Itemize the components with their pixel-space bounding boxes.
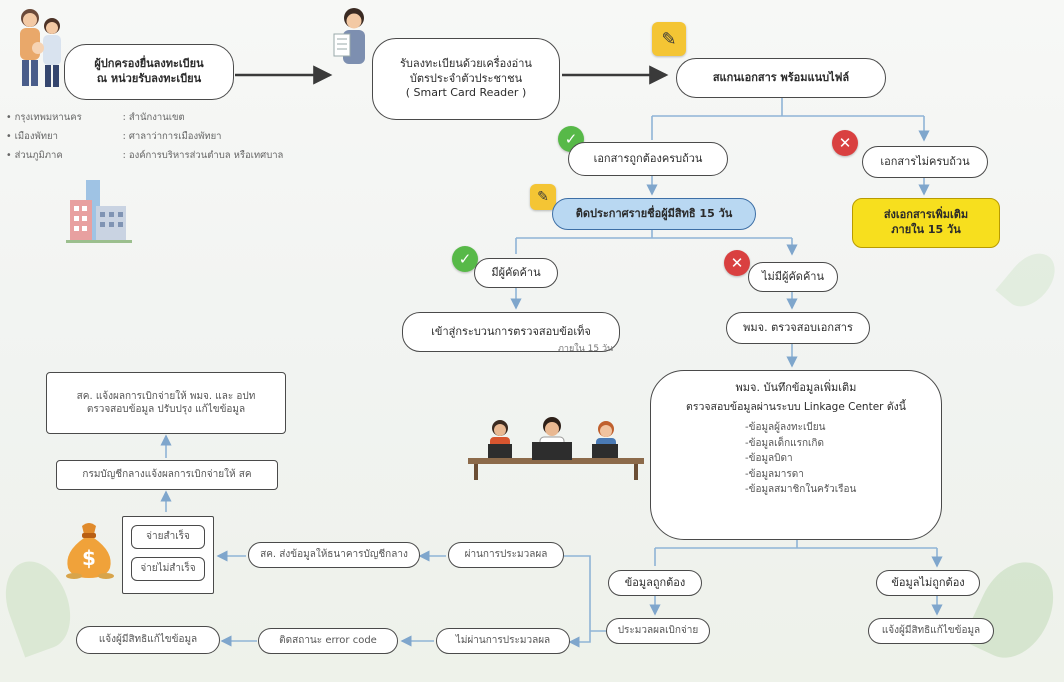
node-record-box: พมจ. บันทึกข้อมูลเพิ่มเติม ตรวจสอบข้อมูล… — [650, 370, 942, 540]
branch-connectors — [160, 97, 937, 642]
node-pay-fail: จ่ายไม่สำเร็จ — [131, 557, 205, 581]
node-review-docs: พมจ. ตรวจสอบเอกสาร — [726, 312, 870, 344]
cross-icon: ✕ — [724, 250, 750, 276]
officer-woman-illustration — [332, 6, 376, 70]
cross-icon: ✕ — [832, 130, 858, 156]
node-line: ( Smart Card Reader ) — [405, 86, 527, 100]
office-workers-illustration — [468, 416, 644, 482]
legend-row-regional: • ส่วนภูมิภาค: องค์การบริหารส่วนตำบล หรื… — [6, 150, 284, 161]
node-send-more-docs: ส่งเอกสารเพิ่มเติม ภายใน 15 วัน — [852, 198, 1000, 248]
pencil-icon: ✎ — [652, 22, 686, 56]
fact-check-note: ภายใน 15 วัน — [558, 344, 614, 354]
node-line: รับลงทะเบียนด้วยเครื่องอ่าน — [400, 56, 532, 70]
node-process-evaluate: ประมวลผลเบิกจ่าย — [606, 618, 710, 644]
legend-agency: องค์การบริหารส่วนตำบล หรือเทศบาล — [128, 150, 284, 161]
node-card-reader: รับลงทะเบียนด้วยเครื่องอ่าน บัตรประจำตัว… — [372, 38, 560, 120]
node-data-correct: ข้อมูลถูกต้อง — [608, 570, 702, 596]
record-line: พมจ. บันทึกข้อมูลเพิ่มเติม — [735, 381, 857, 394]
record-item: -ข้อมูลผู้ลงทะเบียน — [745, 422, 826, 434]
node-comptroller-report: กรมบัญชีกลางแจ้งผลการเบิกจ่ายให้ สค — [56, 460, 278, 490]
legend-row-bangkok: • กรุงเทพมหานคร: สำนักงานเขต — [6, 112, 185, 123]
connector-record-split — [654, 540, 937, 566]
node-line: ส่งเอกสารเพิ่มเติม — [883, 208, 969, 222]
connector-process-split — [564, 555, 608, 642]
node-fact-check: เข้าสู่กระบวนการตรวจสอบข้อเท็จ — [402, 312, 620, 352]
payment-result-box: จ่ายสำเร็จ จ่ายไม่สำเร็จ — [122, 516, 214, 594]
legend-agency: ศาลาว่าการเมืองพัทยา — [128, 131, 222, 142]
node-pay-success: จ่ายสำเร็จ — [131, 525, 205, 549]
record-item: -ข้อมูลมารดา — [745, 468, 804, 480]
record-item: -ข้อมูลสมาชิกในครัวเรือน — [745, 484, 857, 496]
node-fail-eval: ไม่ผ่านการประมวลผล — [436, 628, 570, 654]
legend-place: เมืองพัทยา — [14, 131, 58, 142]
legend-place: กรุงเทพมหานคร — [14, 112, 82, 123]
node-parent-register: ผู้ปกครองยื่นลงทะเบียน ณ หน่วยรับลงทะเบี… — [64, 44, 234, 100]
node-line: ภายใน 15 วัน — [891, 223, 961, 236]
legend-agency: สำนักงานเขต — [128, 112, 185, 123]
node-docs-incomplete: เอกสารไม่ครบถ้วน — [862, 146, 988, 178]
node-data-incorrect: ข้อมูลไม่ถูกต้อง — [876, 570, 980, 596]
record-item-list: -ข้อมูลผู้ลงทะเบียน -ข้อมูลเด็กแรกเกิด -… — [745, 420, 929, 498]
node-pass-eval: ผ่านการประมวลผล — [448, 542, 564, 568]
record-item: -ข้อมูลเด็กแรกเกิด — [745, 437, 824, 449]
node-has-objection: มีผู้คัดค้าน — [474, 258, 558, 288]
node-error-code: ติดสถานะ error code — [258, 628, 398, 654]
node-line: สค. แจ้งผลการเบิกจ่ายให้ พมจ. และ อปท — [76, 390, 256, 402]
connector-notice-split — [515, 228, 792, 254]
node-notify-fix: แจ้งผู้มีสิทธิแก้ไขข้อมูล — [76, 626, 220, 654]
money-bag-symbol: $ — [82, 546, 96, 570]
node-send-to-bank: สค. ส่งข้อมูลให้ธนาคารบัญชีกลาง — [248, 542, 420, 568]
node-line: ณ หน่วยรับลงทะเบียน — [96, 72, 202, 85]
pencil-icon: ✎ — [530, 184, 556, 210]
check-icon: ✓ — [452, 246, 478, 272]
node-no-objection: ไม่มีผู้คัดค้าน — [748, 262, 838, 292]
record-line: ตรวจสอบข้อมูลผ่านระบบ Linkage Center ดัง… — [686, 400, 906, 413]
node-dcy-notify: สค. แจ้งผลการเบิกจ่ายให้ พมจ. และ อปท ตร… — [46, 372, 286, 434]
money-bag-icon: $ — [60, 518, 118, 580]
node-line: บัตรประจำตัวประชาชน — [409, 71, 523, 85]
node-line: ตรวจสอบข้อมูล ปรับปรุง แก้ไขข้อมูล — [86, 404, 246, 415]
connector-scan-split — [651, 97, 924, 140]
node-docs-complete: เอกสารถูกต้องครบถ้วน — [568, 142, 728, 176]
node-line: ผู้ปกครองยื่นลงทะเบียน — [94, 57, 204, 71]
node-notify-edit: แจ้งผู้มีสิทธิแก้ไขข้อมูล — [868, 618, 994, 644]
record-item: -ข้อมูลบิดา — [745, 453, 793, 465]
legend-row-pattaya: • เมืองพัทยา: ศาลาว่าการเมืองพัทยา — [6, 131, 222, 142]
parent-family-illustration — [8, 4, 66, 90]
node-post-notice: ติดประกาศรายชื่อผู้มีสิทธิ 15 วัน — [552, 198, 756, 230]
city-building-illustration — [64, 176, 134, 246]
legend-place: ส่วนภูมิภาค — [14, 150, 63, 161]
node-scan-docs: สแกนเอกสาร พร้อมแนบไฟล์ — [676, 58, 886, 98]
